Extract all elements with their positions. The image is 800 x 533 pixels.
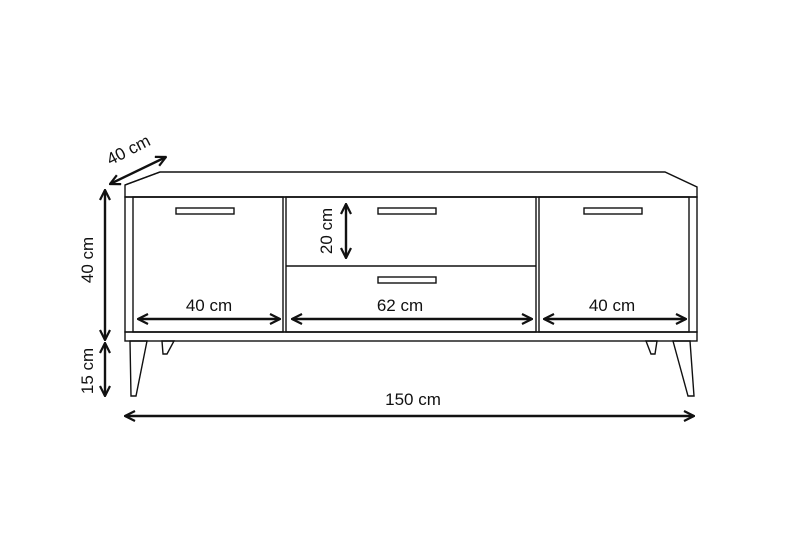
cabinet-height-label: 40 cm (78, 237, 97, 283)
cabinet-top (124, 171, 698, 198)
left-door-handle (175, 207, 235, 215)
legs (129, 340, 695, 397)
middle-section (285, 196, 537, 333)
depth-arrow (110, 157, 166, 184)
front-right-leg (672, 340, 695, 397)
middle-width-label: 62 cm (377, 296, 423, 315)
right-door (538, 196, 690, 333)
dimension-arrows (105, 157, 694, 416)
right-door-width-label: 40 cm (589, 296, 635, 315)
drawer-height-label: 20 cm (317, 208, 336, 254)
left-door-width-label: 40 cm (186, 296, 232, 315)
left-door (132, 196, 284, 333)
bottom-drawer-handle (377, 276, 437, 284)
cabinet-base (124, 331, 698, 342)
right-door-handle (583, 207, 643, 215)
total-width-label: 150 cm (385, 390, 441, 409)
top-drawer-handle (377, 207, 437, 215)
back-right-leg (644, 340, 658, 355)
handles (175, 207, 643, 284)
leg-height-label: 15 cm (78, 348, 97, 394)
cabinet (124, 171, 698, 342)
back-left-leg (161, 340, 176, 355)
depth-label: 40 cm (104, 131, 154, 169)
front-left-leg (129, 340, 148, 397)
